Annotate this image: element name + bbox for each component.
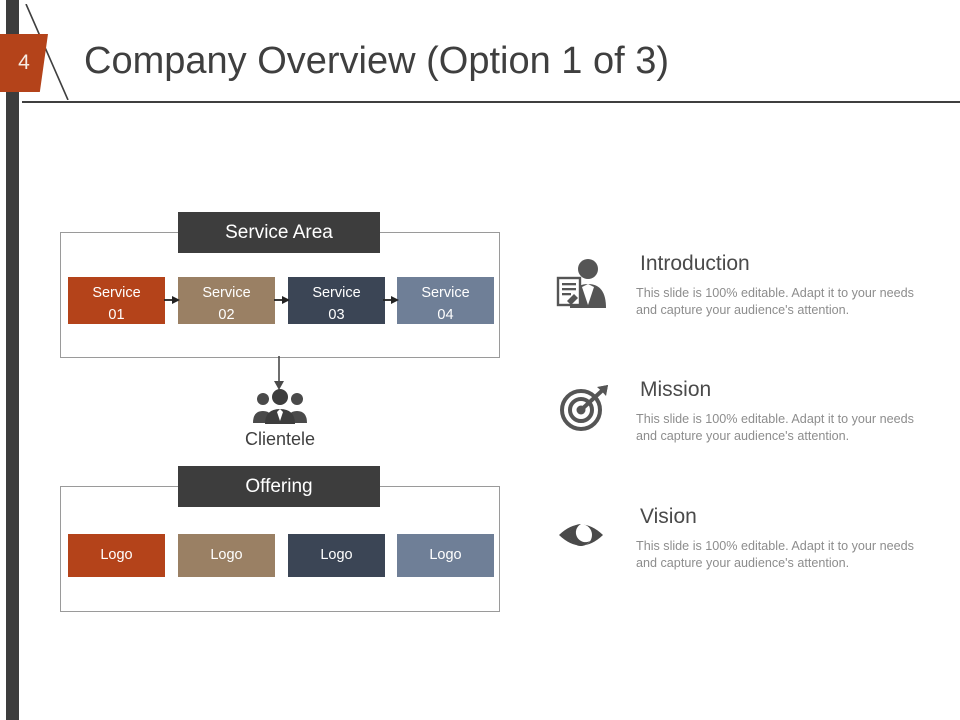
info-body-mission: This slide is 100% editable. Adapt it to… (636, 412, 914, 444)
offering-logo-2[interactable]: Logo (178, 534, 275, 577)
info-body-vision: This slide is 100% editable. Adapt it to… (636, 539, 914, 571)
service-box-02-line2: 02 (218, 307, 235, 324)
slide-header: 4 Company Overview (Option 1 of 3) (0, 0, 960, 104)
header-diagonal-accent (25, 4, 69, 100)
service-box-04[interactable]: Service 04 (397, 277, 494, 324)
eye-icon (559, 523, 603, 546)
service-box-02-line1: Service (202, 285, 251, 301)
service-area-title: Service Area (178, 212, 380, 253)
slide-number-badge: 4 (0, 34, 48, 92)
service-box-01-line1: Service (92, 285, 141, 301)
service-box-03-line1: Service (312, 285, 361, 301)
service-box-03[interactable]: Service 03 (288, 277, 385, 324)
info-heading-mission: Mission (640, 378, 712, 401)
target-arrow-icon (560, 385, 608, 431)
service-box-04-line1: Service (421, 285, 470, 301)
arrow-right-icon (383, 296, 399, 304)
businessman-document-icon (556, 259, 606, 308)
service-box-02[interactable]: Service 02 (178, 277, 275, 324)
page-title: Company Overview (Option 1 of 3) (84, 40, 670, 82)
offering-logo-4[interactable]: Logo (397, 534, 494, 577)
clientele-label: Clientele (244, 429, 316, 449)
people-group-icon (253, 389, 307, 424)
service-box-04-line2: 04 (437, 307, 454, 324)
left-accent-rail (6, 0, 19, 720)
info-heading-introduction: Introduction (640, 252, 750, 275)
offering-title: Offering (178, 466, 380, 507)
arrow-down-icon (274, 356, 284, 390)
info-heading-vision: Vision (640, 505, 697, 528)
arrow-right-icon (274, 296, 290, 304)
offering-logo-1[interactable]: Logo (68, 534, 165, 577)
service-box-03-line2: 03 (328, 307, 345, 324)
info-body-introduction: This slide is 100% editable. Adapt it to… (636, 286, 914, 318)
offering-logo-3[interactable]: Logo (288, 534, 385, 577)
header-divider (22, 101, 960, 103)
service-box-01-line2: 01 (108, 307, 125, 324)
arrow-right-icon (164, 296, 180, 304)
service-box-01[interactable]: Service 01 (68, 277, 165, 324)
